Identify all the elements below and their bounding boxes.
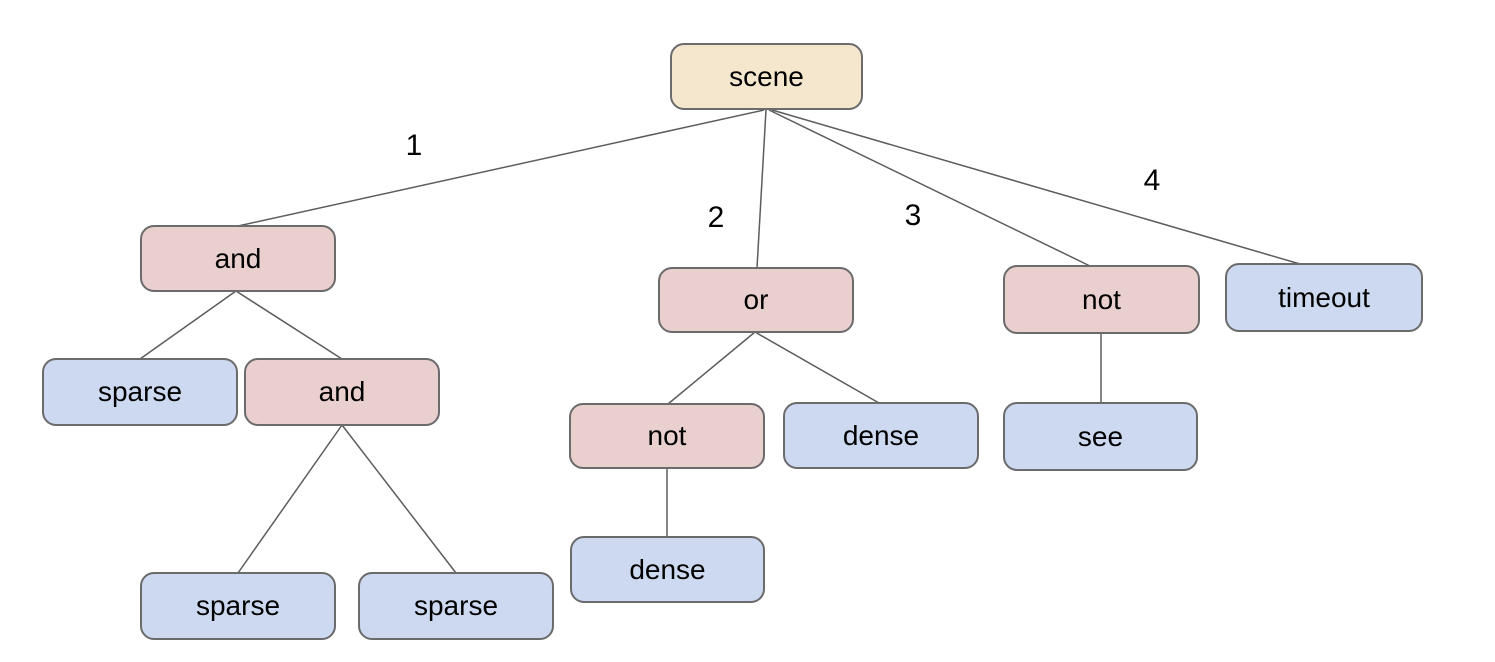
node-label-sparse-1: sparse (97, 376, 183, 407)
node-and-2: and (244, 358, 440, 426)
node-label-not-1: not (647, 420, 687, 451)
node-label-timeout: timeout (1278, 281, 1370, 313)
edge-scene-not-2 (768, 109, 1091, 267)
node-sparse-2: sparse (140, 572, 336, 640)
node-label-or: or (743, 284, 769, 315)
edge-label-2: 2 (707, 201, 725, 234)
edge-label-1: 1 (405, 129, 423, 162)
node-dense-2: dense (570, 536, 765, 603)
edge-scene-timeout (771, 109, 1301, 265)
node-label-and-1: and (214, 242, 262, 274)
node-sparse-1: sparse (42, 358, 238, 426)
node-label-sparse-3: sparse (413, 590, 499, 621)
edge-scene-or (756, 109, 767, 269)
node-label-sparse-2: sparse (195, 590, 281, 621)
node-not-2: not (1003, 265, 1200, 334)
edge-and-2-sparse-3 (341, 424, 457, 574)
node-or: or (658, 267, 854, 333)
node-label-scene: scene (729, 60, 804, 92)
edge-label-4: 4 (1143, 164, 1161, 197)
edge-or-dense-1 (754, 331, 880, 404)
edge-scene-and-1 (237, 109, 765, 227)
node-dense-1: dense (783, 402, 979, 469)
node-and-1: and (140, 225, 336, 292)
node-see: see (1003, 402, 1198, 471)
edge-or-not-1 (667, 331, 756, 405)
edge-label-3: 3 (904, 199, 922, 232)
node-label-see: see (1077, 420, 1124, 452)
edge-and-2-sparse-2 (237, 424, 343, 574)
node-label-dense-2: dense (629, 553, 706, 585)
node-label-not-2: not (1082, 283, 1121, 315)
edge-and-1-sparse-1 (139, 290, 237, 360)
node-sparse-3: sparse (358, 572, 554, 640)
node-label-dense-1: dense (842, 419, 920, 451)
node-scene: scene (670, 43, 863, 110)
node-timeout: timeout (1225, 263, 1423, 332)
edge-and-1-and-2 (235, 290, 343, 360)
node-not-1: not (569, 403, 765, 469)
node-label-and-2: and (318, 376, 366, 407)
